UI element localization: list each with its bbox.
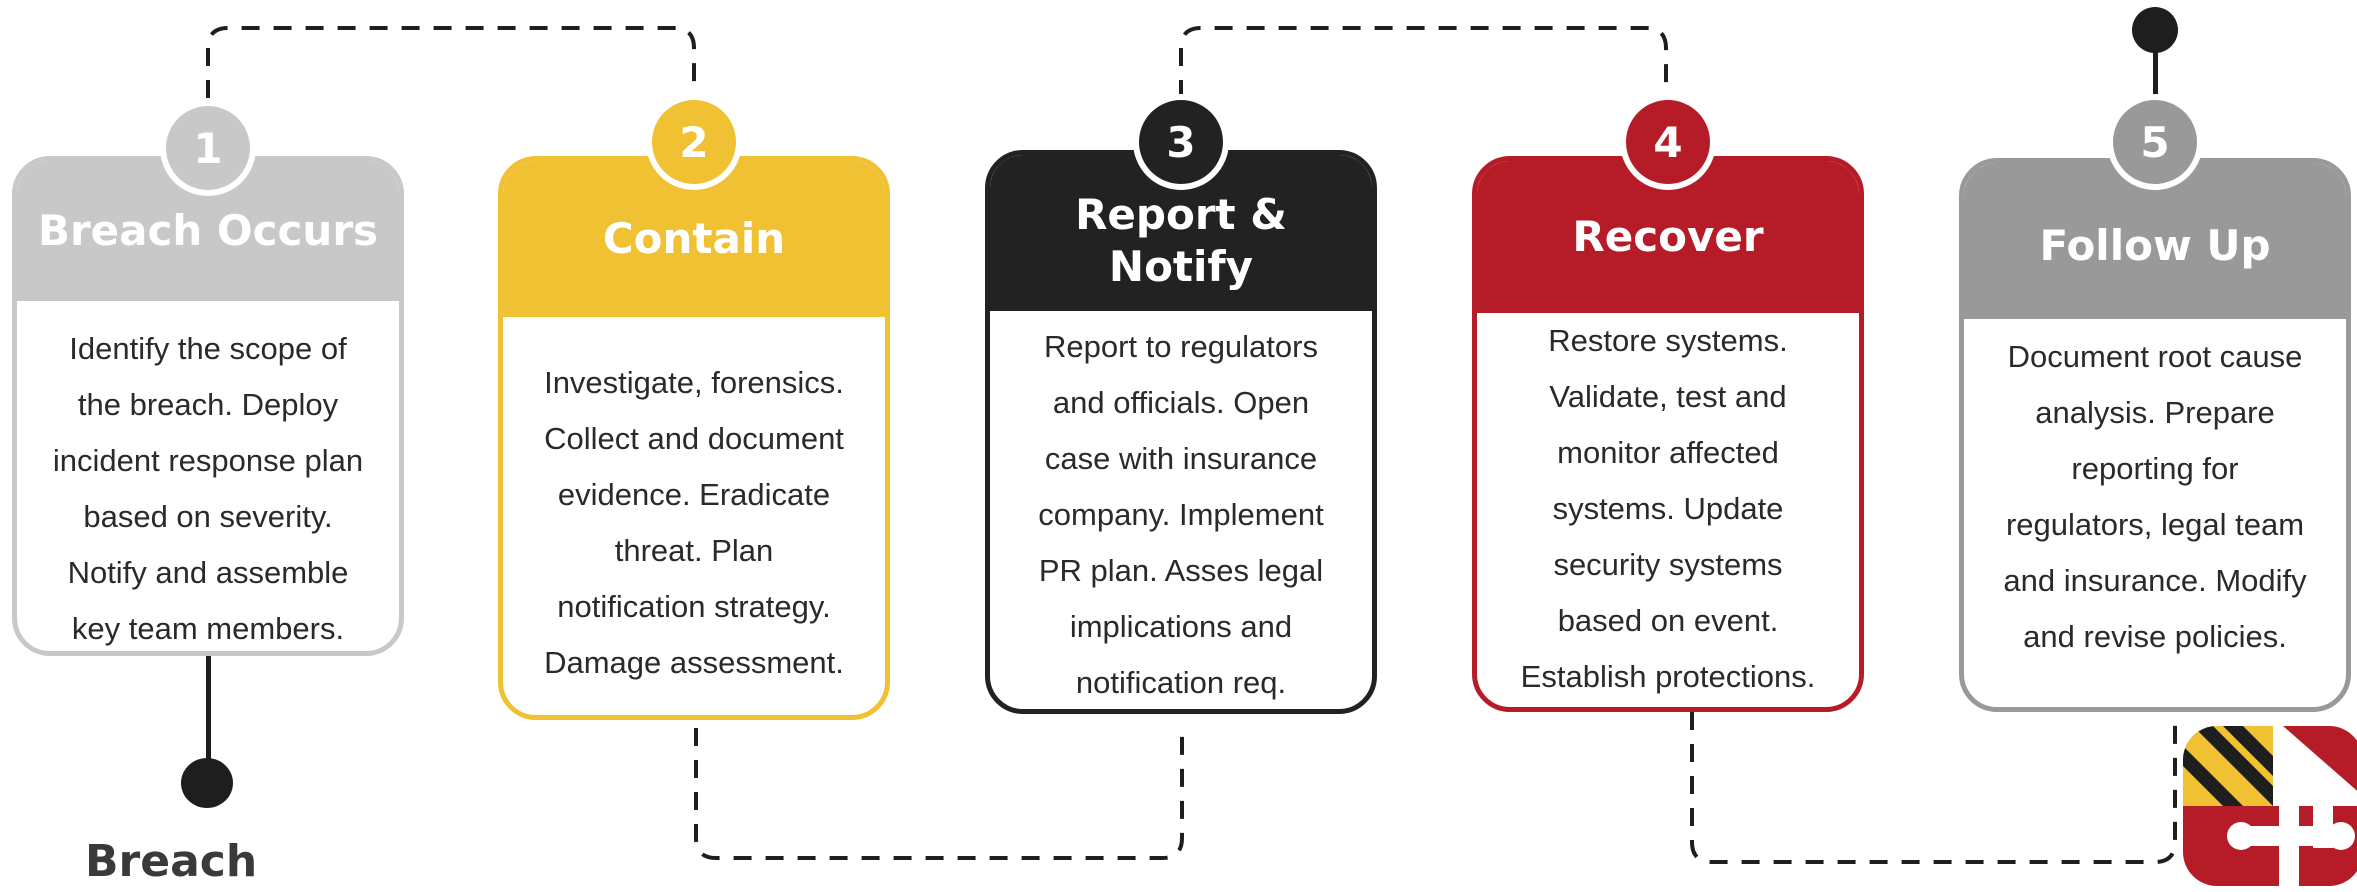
description-line: company. Implement	[1038, 497, 1324, 532]
description-line: incident response plan	[52, 443, 364, 478]
bottom-label: Breach	[85, 836, 258, 887]
step-description: Identify the scope of the breach. Deploy…	[17, 301, 399, 651]
step-card-1: Breach Occurs Identify the scope of the …	[12, 156, 404, 656]
step-title-line: Notify	[1108, 242, 1254, 291]
description-line: Notify and assemble	[67, 555, 349, 590]
connector-3-4	[1179, 26, 1668, 98]
description-line: security systems	[1553, 547, 1783, 582]
maryland-flag-logo	[2183, 726, 2357, 886]
description-line: and revise policies.	[2023, 619, 2287, 654]
step-description: Investigate, forensics. Collect and docu…	[503, 317, 885, 691]
description-line: Investigate, forensics.	[544, 365, 844, 400]
description-line: key team members.	[71, 611, 345, 646]
description-line: evidence. Eradicate	[557, 477, 831, 512]
stem-top	[2153, 44, 2158, 104]
description-line: case with insurance	[1044, 441, 1318, 476]
step-title-text: Follow Up	[2039, 221, 2271, 270]
step-number-badge: 2	[646, 94, 742, 190]
step-card-2: Contain Investigate, forensics. Collect …	[498, 156, 890, 720]
description-line: Damage assessment.	[544, 645, 844, 680]
step-card-4: Recover Restore systems. Validate, test …	[1472, 156, 1864, 712]
description-line: threat. Plan	[614, 533, 774, 568]
step-card-3: Report & Notify Report to regulators and…	[985, 150, 1377, 714]
step-title-text: Contain	[602, 214, 786, 263]
pin-dot-bottom	[181, 758, 233, 808]
pin-dot-top	[2132, 7, 2178, 53]
description-line: reporting for	[2071, 451, 2239, 486]
description-line: Collect and document	[544, 421, 844, 456]
step-description: Document root cause analysis. Prepare re…	[1964, 319, 2346, 665]
step-number-badge: 4	[1620, 94, 1716, 190]
description-line: analysis. Prepare	[2035, 395, 2275, 430]
connector-4-5	[1690, 712, 2177, 864]
description-line: monitor affected	[1557, 435, 1779, 470]
description-line: based on event.	[1557, 603, 1779, 638]
step-description: Report to regulators and officials. Open…	[990, 311, 1372, 709]
description-line: Report to regulators	[1044, 329, 1318, 364]
step-title-line: Report &	[1075, 190, 1287, 239]
step-title: Report & Notify	[990, 155, 1372, 311]
description-line: regulators, legal team	[2005, 507, 2305, 542]
description-line: and insurance. Modify	[2003, 563, 2307, 598]
connector-1-2	[206, 26, 696, 98]
step-number-badge: 3	[1133, 94, 1229, 190]
step-card-5: Follow Up Document root cause analysis. …	[1959, 158, 2351, 712]
description-line: the breach. Deploy	[77, 387, 339, 422]
description-line: PR plan. Asses legal	[1038, 553, 1324, 588]
step-title-text: Breach Occurs	[37, 206, 379, 255]
description-line: Document root cause	[2007, 339, 2303, 374]
step-number-badge: 5	[2107, 94, 2203, 190]
description-line: based on severity.	[83, 499, 333, 534]
step-number-badge: 1	[160, 100, 256, 196]
step-title-text: Recover	[1572, 212, 1764, 261]
description-line: Restore systems.	[1548, 323, 1788, 358]
description-line: and officials. Open	[1052, 385, 1310, 420]
description-line: implications and	[1069, 609, 1293, 644]
stem-bottom	[206, 652, 211, 762]
description-line: notification req.	[1075, 665, 1287, 700]
description-line: Identify the scope of	[69, 331, 347, 366]
description-line: notification strategy.	[557, 589, 831, 624]
step-description: Restore systems. Validate, test and moni…	[1477, 313, 1859, 705]
connector-2-3	[694, 728, 1184, 860]
description-line: systems. Update	[1552, 491, 1784, 526]
description-line: Establish protections.	[1520, 659, 1816, 694]
description-line: Validate, test and	[1549, 379, 1787, 414]
